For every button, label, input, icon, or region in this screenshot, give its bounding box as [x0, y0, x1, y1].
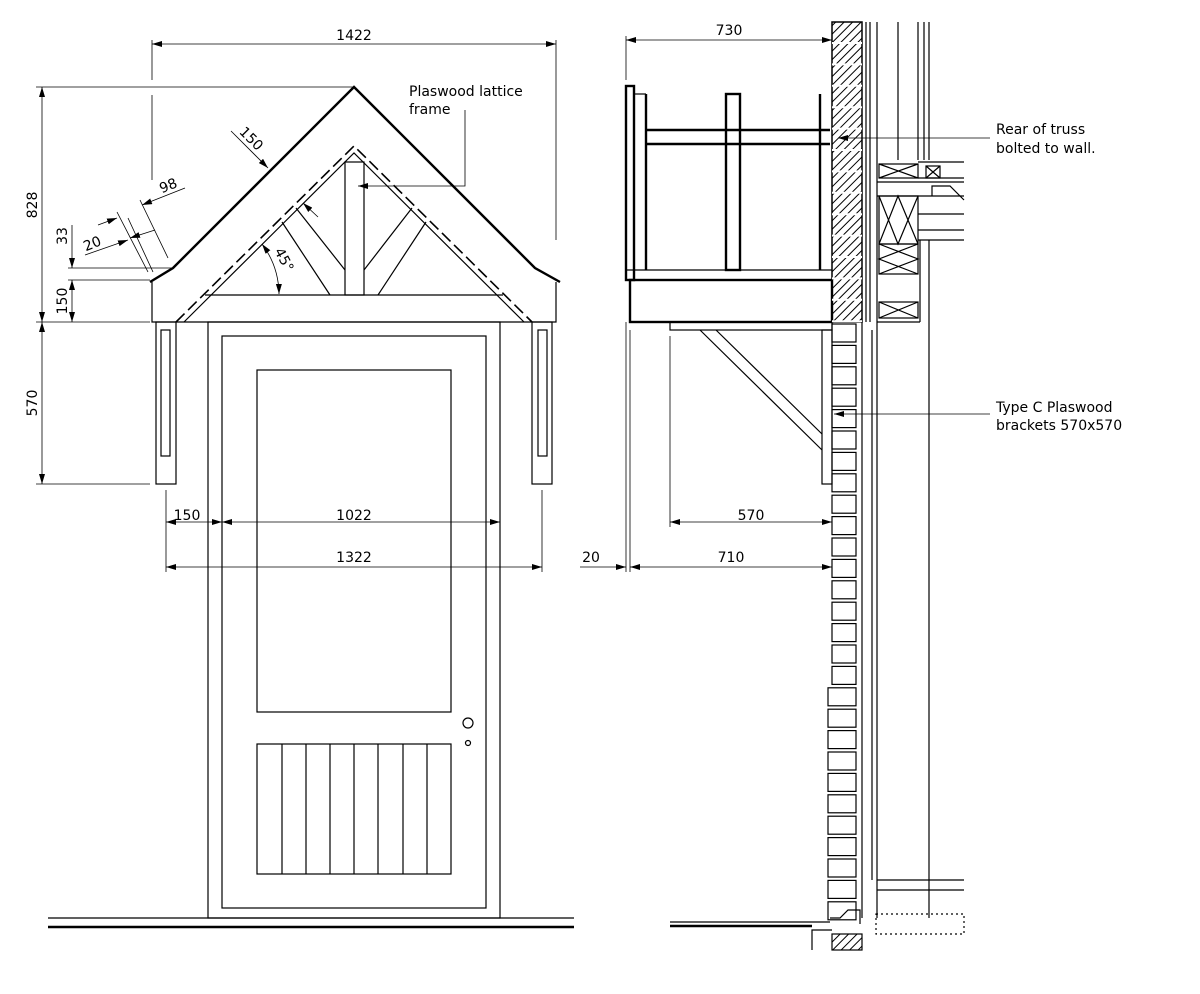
dim-828: 828 — [25, 192, 41, 219]
strut-right — [377, 221, 427, 296]
dim-150-fascia: 150 — [55, 288, 71, 315]
brick — [831, 494, 857, 514]
pitch-angle: 45° — [271, 245, 297, 274]
dim-1422: 1422 — [336, 28, 372, 44]
brick — [827, 751, 857, 771]
brick — [831, 580, 857, 600]
bracket-right — [531, 321, 553, 485]
side-section: 730 570 710 20 Rear of truss bolted to w… — [580, 21, 1122, 951]
floor-joists — [877, 161, 965, 319]
brick — [831, 515, 857, 536]
door-leaf — [221, 335, 487, 909]
truss-label-line2: bolted to wall. — [996, 141, 1096, 157]
bracket-left — [155, 321, 177, 485]
brick — [831, 430, 857, 450]
bracket-right-inner — [537, 329, 548, 457]
foundation — [811, 909, 965, 951]
dim-150-roof: 150 — [236, 124, 266, 154]
dim-33: 33 — [55, 227, 71, 245]
fascia-box — [151, 282, 557, 323]
dim-730: 730 — [716, 23, 743, 39]
bracket-label-line1: Type C Plaswood — [995, 400, 1113, 416]
bracket-label-line2: brackets 570x570 — [996, 418, 1122, 434]
keyhole — [464, 739, 472, 747]
canopy-mid-post — [724, 92, 742, 272]
side-bracket-brace-edge — [715, 329, 823, 435]
brick — [831, 451, 857, 471]
panel-boards — [281, 744, 428, 874]
brick — [831, 473, 857, 493]
side-bracket-post — [821, 329, 833, 485]
roof-line — [149, 85, 561, 284]
front-elevation: 1422 828 570 150 33 20 98 150 45° 150 10… — [25, 28, 574, 929]
brick — [831, 409, 857, 429]
canopy-front-post — [624, 84, 636, 282]
brick — [831, 366, 857, 386]
brick-courses — [827, 323, 857, 921]
brick — [831, 323, 857, 343]
side-dimension-lines — [580, 36, 990, 572]
brick — [831, 644, 857, 664]
brick — [827, 815, 857, 835]
lattice-frame-outline — [175, 144, 533, 323]
side-fascia — [628, 278, 834, 324]
brick — [831, 622, 857, 643]
brick — [827, 687, 857, 707]
truss-label-line1: Rear of truss — [996, 122, 1085, 138]
truss-inner — [183, 152, 525, 323]
door-handle — [462, 717, 474, 729]
brick — [831, 387, 857, 407]
dim-98: 98 — [157, 176, 180, 198]
king-post — [344, 161, 365, 296]
dim-570: 570 — [25, 390, 41, 417]
brick — [831, 558, 857, 579]
dim-570-side: 570 — [738, 508, 765, 524]
brick — [827, 708, 857, 728]
brick — [827, 729, 857, 750]
side-bracket-top — [669, 321, 833, 331]
brick — [827, 772, 857, 793]
brick — [831, 665, 857, 686]
dim-1022: 1022 — [336, 508, 372, 524]
brick — [831, 537, 857, 557]
lattice-label-line2: frame — [409, 102, 451, 118]
bracket-left-inner — [160, 329, 171, 457]
dim-150-bracket: 150 — [174, 508, 201, 524]
brick — [831, 601, 857, 621]
side-bracket-brace — [699, 329, 823, 451]
brick — [827, 858, 857, 878]
brick — [827, 901, 857, 921]
front-dimension-lines — [36, 40, 557, 572]
brick-courses-section — [832, 42, 862, 323]
strut-left — [281, 221, 331, 296]
dim-1322: 1322 — [336, 550, 372, 566]
dim-710: 710 — [718, 550, 745, 566]
dim-20: 20 — [81, 234, 104, 256]
brick — [827, 794, 857, 814]
brick — [827, 836, 857, 857]
lattice-label-line1: Plaswood lattice — [409, 84, 523, 100]
strut-left-edge — [295, 207, 346, 271]
dim-20-side: 20 — [582, 550, 600, 566]
strut-right-edge — [363, 207, 413, 271]
door-glass-panel — [256, 369, 452, 713]
brick — [827, 879, 857, 900]
brick — [831, 344, 857, 364]
wall-cavity — [861, 22, 964, 918]
